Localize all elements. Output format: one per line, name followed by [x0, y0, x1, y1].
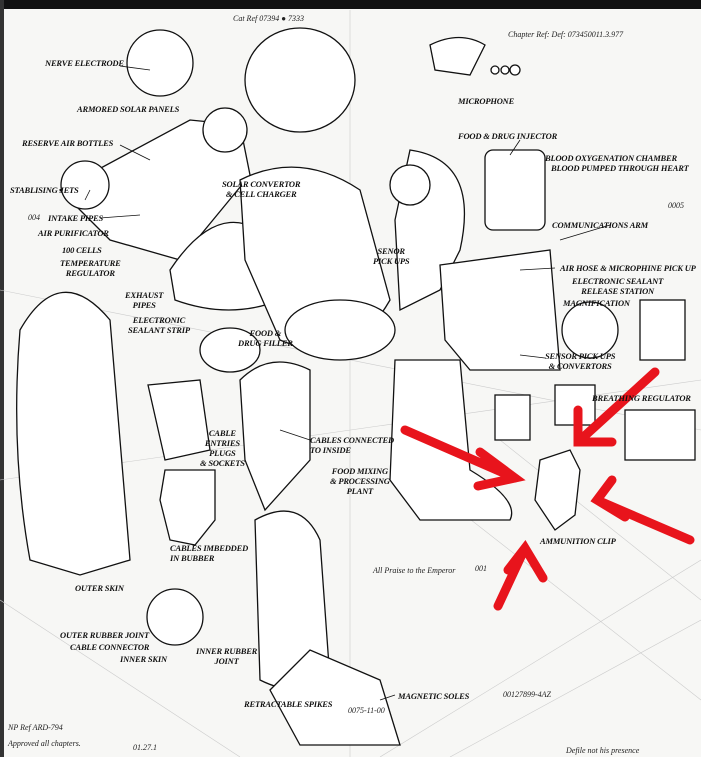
breathing-regulator: [639, 299, 686, 361]
helmet: [244, 27, 356, 133]
label-senor-pick-ups: SenorPick Ups: [373, 246, 410, 266]
defile-text: Defile not his presence: [566, 746, 640, 755]
hand: [159, 469, 216, 546]
label-nerve-electrode: Nerve Electrode: [45, 58, 124, 68]
label-inner-skin: Inner Skin: [120, 654, 167, 664]
waist-ring: [284, 299, 396, 361]
label-breathing-regulator: Breathing Regulator: [592, 393, 691, 403]
label-sealant-strip: ElectronicSealant Strip: [128, 315, 190, 335]
label-food-mixing: Food Mixing& ProcessingPlant: [330, 466, 390, 496]
code-001: 001: [475, 564, 487, 573]
label-air-hose: Air Hose & Microphine Pick Up: [560, 263, 696, 273]
label-communications-arm: Communications Arm: [552, 220, 648, 230]
label-magnification: Magnification: [563, 298, 630, 308]
upper-leg: [239, 361, 311, 512]
label-sensor-convertors: Sensor Pick Ups& Convertors: [545, 351, 616, 371]
ammunition-clip: [534, 449, 581, 531]
label-food-drug-filler: Food &Drug Filler: [238, 328, 293, 348]
left-leg-boot: [389, 359, 513, 521]
blood-chamber: [484, 149, 546, 231]
scan-top-edge: [0, 0, 701, 9]
code-004: 004: [28, 213, 40, 222]
label-intake-pipes: Intake Pipes: [48, 213, 103, 223]
label-reserve-air-bottles: Reserve Air Bottles: [22, 138, 114, 148]
np-ref: NP Ref ARD-794: [8, 723, 63, 732]
label-sealant-release: Electronic SealantRelease Station: [572, 276, 664, 296]
label-solar-convertor: Solar Convertor& Cell Charger: [222, 179, 301, 199]
leader-lines: [84, 65, 611, 701]
label-cables-connected: Cables ConnectedTo Inside: [310, 435, 394, 455]
label-ammunition-clip: Ammunition Clip: [540, 536, 616, 546]
shoulder-joint: [389, 164, 431, 206]
red-arrow-right: [590, 475, 695, 545]
label-stabilising-jets: Stablising Jets: [10, 185, 79, 195]
label-cable-connector: Cable Connector: [70, 642, 150, 652]
boot: [269, 649, 401, 746]
date-code: 01.27.1: [133, 743, 157, 752]
label-inner-rubber-joint: Inner RubberJoint: [196, 646, 258, 666]
cat-ref: Cat Ref 07394 ● 7333: [233, 14, 305, 23]
label-armored-solar-panels: Armored Solar Panels: [77, 104, 180, 114]
label-food-drug-injector: Food & Drug Injector: [458, 131, 558, 141]
label-temperature-regulator: TemperatureRegulator: [60, 258, 121, 278]
label-cables-imbedded: Cables ImbeddedIn Bubber: [170, 543, 249, 563]
red-arrow-top: [573, 367, 660, 447]
code-0075: 0075-11-00: [348, 706, 385, 715]
label-outer-rubber-joint: Outer Rubber Joint: [60, 630, 149, 640]
code-0005: 0005: [668, 201, 684, 210]
gauntlet: [439, 249, 561, 371]
chapter-ref: Chapter Ref: Def: 073450011.3.977: [508, 30, 624, 39]
nerve-electrode-detail: [126, 29, 194, 97]
label-outer-skin: Outer Skin: [75, 583, 124, 593]
joint-detail: [146, 588, 204, 646]
label-retractable-spikes: Retractable Spikes: [244, 699, 333, 709]
code-00127899: 00127899-4AZ: [503, 690, 551, 699]
label-exhaust-pipes: ExhaustPipes: [125, 290, 164, 310]
microphone-part: [429, 36, 486, 76]
forearm-plate: [147, 379, 211, 461]
scan-left-edge: [0, 0, 4, 757]
praise-text: All Praise to the Emperor: [373, 566, 456, 575]
left-arm: [16, 291, 131, 576]
magnification-detail: [561, 301, 619, 359]
label-blood-oxygenation: Blood Oxygenation ChamberBlood Pumped Th…: [545, 153, 689, 173]
label-microphone: Microphone: [458, 96, 515, 106]
red-annotation-arrows: [400, 367, 695, 611]
red-arrow-bottom: [493, 540, 548, 611]
label-100-cells: 100 Cells: [62, 245, 102, 255]
label-air-purificator: Air Purificator: [38, 228, 109, 238]
label-cable-entries: CableEntriesPlugs& Sockets: [200, 428, 245, 468]
label-magnetic-soles: Magnetic Soles: [398, 691, 470, 701]
jet-nozzle: [60, 160, 110, 210]
red-arrow-left: [400, 425, 526, 491]
approved-text: Approved all chapters.: [8, 739, 81, 748]
